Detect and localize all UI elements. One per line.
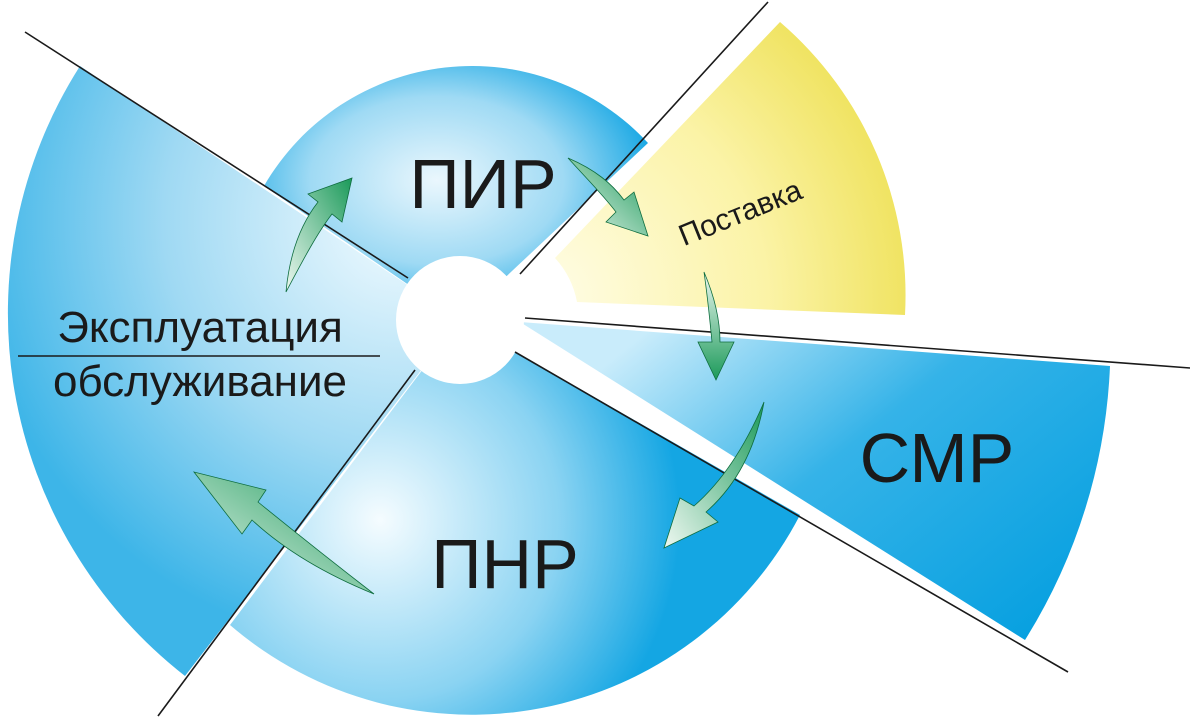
sector-postavka bbox=[555, 22, 906, 315]
sector-smr bbox=[520, 322, 1110, 640]
curved-arrow-icon bbox=[697, 271, 735, 381]
center-hole bbox=[396, 256, 524, 384]
label-smr: СМР bbox=[860, 419, 1015, 497]
divider-lines bbox=[18, 1, 1190, 717]
flow-arrows bbox=[192, 157, 765, 595]
curved-arrow-icon bbox=[192, 471, 375, 595]
curved-arrow-icon bbox=[567, 157, 649, 237]
label-exploitation: Эксплуатация bbox=[57, 303, 343, 352]
sector-pnr bbox=[230, 320, 800, 715]
sector-pir bbox=[264, 66, 648, 320]
curved-arrow-icon bbox=[285, 177, 353, 293]
label-pir: ПИР bbox=[409, 145, 556, 223]
label-service: обслуживание bbox=[53, 357, 347, 406]
label-pnr: ПНР bbox=[431, 525, 579, 603]
sector-exploitation bbox=[7, 66, 461, 676]
curved-arrow-icon bbox=[663, 401, 765, 549]
